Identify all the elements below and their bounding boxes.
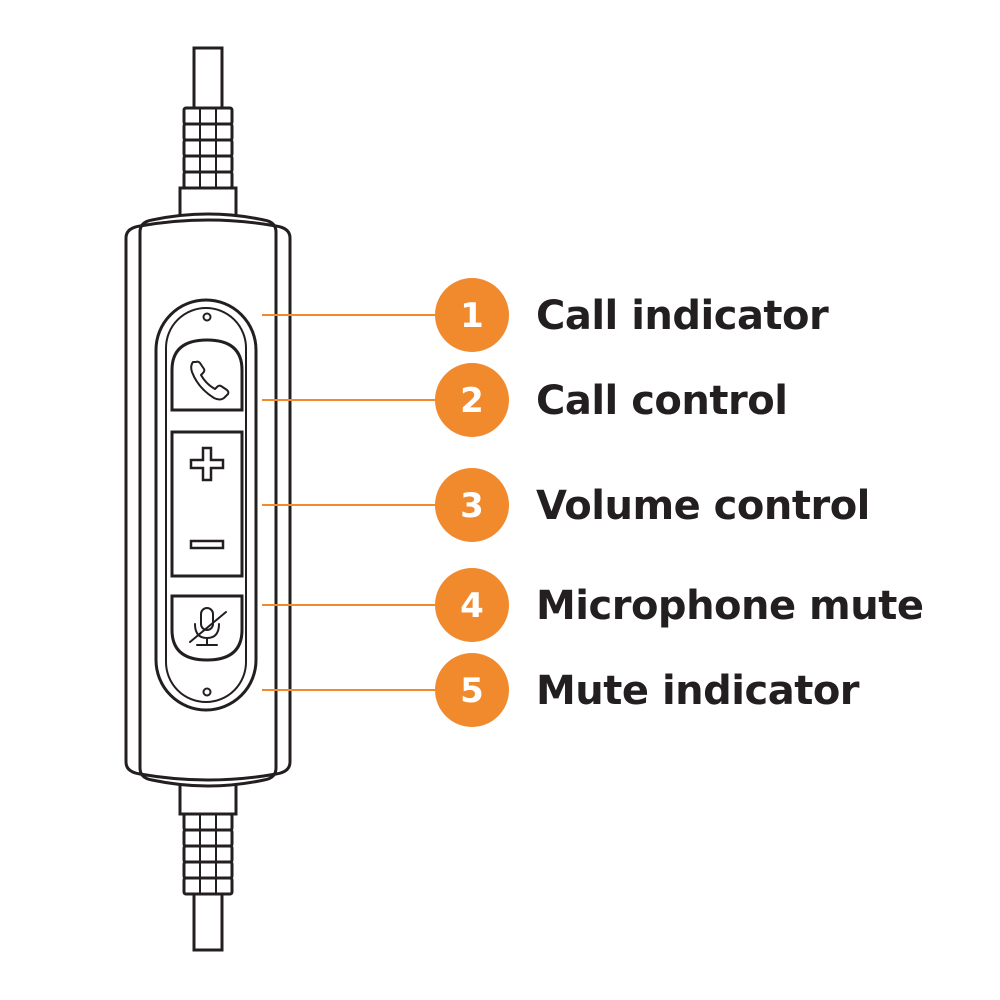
call-indicator-led — [202, 312, 212, 322]
callout-number: 1 — [460, 296, 484, 336]
controller-body-outer — [124, 218, 292, 782]
callout-badge — [435, 468, 509, 542]
callout-badge — [435, 653, 509, 727]
callout-number: 4 — [460, 586, 484, 626]
microphone-mute-button[interactable] — [170, 594, 244, 662]
callout-number: 2 — [460, 381, 484, 421]
mute-indicator-led — [202, 687, 212, 697]
callout-label: Mute indicator — [536, 668, 860, 714]
volume-control-button[interactable] — [170, 430, 244, 578]
callout-label: Call control — [536, 378, 787, 424]
callout-label: Microphone mute — [536, 583, 923, 629]
microphone-muted-icon — [189, 607, 227, 646]
callout-label: Call indicator — [536, 293, 829, 339]
button-panel-inner — [165, 307, 247, 703]
phone-icon — [190, 360, 230, 401]
callout-number: 3 — [460, 486, 484, 526]
callout-number: 5 — [460, 671, 484, 711]
call-control-button[interactable] — [170, 338, 244, 412]
minus-icon — [189, 539, 225, 550]
callout-badge — [435, 363, 509, 437]
callout-badge — [435, 568, 509, 642]
plus-icon — [189, 446, 225, 482]
lower-cable — [178, 780, 238, 952]
callouts: 1 Call indicator 2 Call control 3 Volume cont… — [262, 278, 924, 727]
callout-label: Volume control — [536, 483, 870, 529]
callout-badge — [435, 278, 509, 352]
upper-cable — [178, 46, 238, 222]
